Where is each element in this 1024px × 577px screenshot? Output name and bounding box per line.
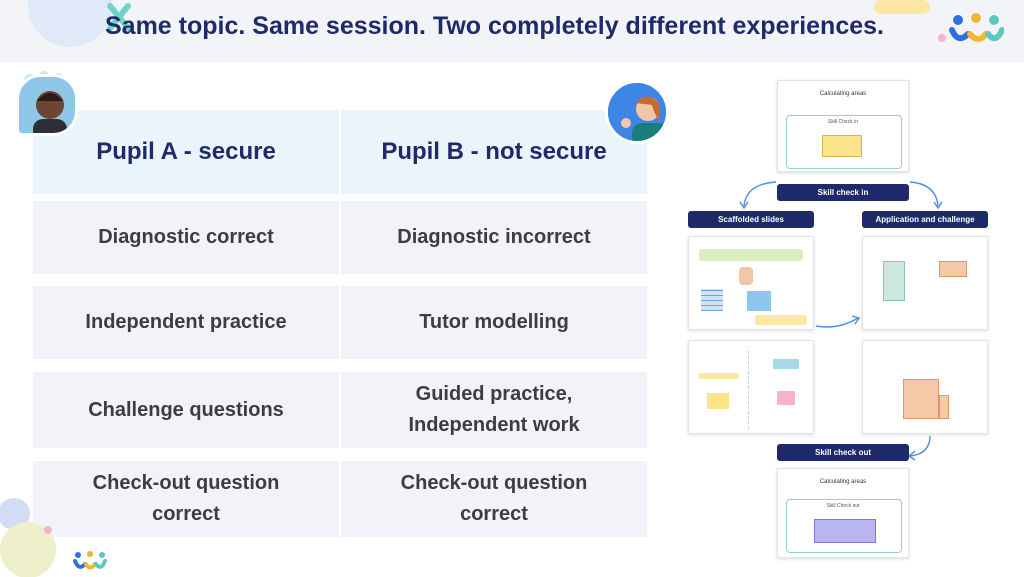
cell-row2-a: Independent practice — [33, 286, 339, 359]
application-thumbnail-1 — [862, 236, 988, 330]
thumb-pink-rect — [777, 391, 795, 405]
thumbnail-subtitle: Skill Check out — [826, 503, 860, 509]
skill-check-in-label: Skill check in — [777, 184, 909, 201]
decorative-shapes-top-right — [874, 0, 946, 42]
pupil-a-avatar-image — [19, 77, 75, 133]
header-pupil-b: Pupil B - not secure — [341, 110, 647, 194]
thumbnail-rectangle — [814, 519, 876, 543]
thumb-orange-big — [903, 379, 939, 419]
pupil-a-avatar — [16, 74, 78, 136]
pupil-b-avatar-image — [608, 83, 666, 141]
thumb-green-rect — [707, 393, 729, 409]
arrow-middle — [815, 315, 861, 328]
page-title: Same topic. Same session. Two completely… — [105, 12, 884, 40]
cell-text: Diagnostic incorrect — [397, 226, 591, 248]
top-thumbnail: Calculating areas Skill Check in — [777, 80, 909, 172]
decorative-shapes-bottom-left — [0, 498, 56, 577]
cell-text-line1: Guided practice, — [415, 383, 573, 405]
thumb-note — [755, 315, 807, 325]
header-band — [0, 0, 1024, 62]
scaffolded-slides-label: Scaffolded slides — [688, 211, 814, 228]
cell-row3-b: Guided practice, Independent work — [341, 372, 647, 448]
scaffolded-thumbnail-2 — [688, 340, 814, 434]
bottom-thumbnail: Calculating areas Skill Check out — [777, 468, 909, 558]
header-pupil-a: Pupil A - secure — [33, 110, 339, 194]
cell-text-line1: Check-out question — [400, 472, 588, 494]
arrow-down-right — [907, 435, 931, 461]
cell-text-line1: Check-out question — [92, 472, 280, 494]
logo-icon — [949, 13, 1004, 42]
decorative-shapes-top-left — [28, 0, 131, 47]
cell-row4-a: Check-out question correct — [33, 461, 339, 537]
arrow-right-curve — [909, 181, 943, 210]
header-pupil-a-label: Pupil A - secure — [96, 138, 276, 166]
cell-text: Diagnostic correct — [98, 226, 274, 248]
thumb-teal-rect — [773, 359, 799, 369]
cell-row4-b: Check-out question correct — [341, 461, 647, 537]
thumbnail-rectangle — [822, 135, 862, 157]
thumbnail-title: Calculating areas — [819, 479, 867, 485]
application-challenge-label: Application and challenge — [862, 211, 988, 228]
thumbnail-frame — [786, 115, 902, 169]
pupil-b-avatar — [605, 80, 669, 144]
thumb-col-left — [695, 351, 749, 429]
cell-row3-a: Challenge questions — [33, 372, 339, 448]
cell-row2-b: Tutor modelling — [341, 286, 647, 359]
header-pupil-b-label: Pupil B - not secure — [381, 138, 607, 166]
logo-icon-small — [73, 551, 107, 570]
thumb-highlight — [699, 249, 803, 261]
cell-row1-b: Diagnostic incorrect — [341, 201, 647, 274]
thumbnail-frame — [786, 499, 902, 553]
scaffolded-thumbnail-1 — [688, 236, 814, 330]
thumb-green-shape — [883, 261, 905, 301]
thumb-hand — [739, 267, 753, 285]
cell-text: Independent practice — [85, 311, 287, 333]
cell-text: Tutor modelling — [419, 311, 569, 333]
cell-row1-a: Diagnostic correct — [33, 201, 339, 274]
cell-text: Challenge questions — [88, 398, 284, 421]
thumb-orange-shape — [939, 261, 967, 277]
thumb-yellow-rect — [699, 373, 739, 379]
cell-text-line2: correct — [460, 503, 528, 525]
thumb-orange-small — [939, 395, 949, 419]
arrow-left-curve — [739, 181, 777, 210]
cell-text-line2: correct — [152, 503, 220, 525]
thumbnail-title: Calculating areas — [819, 91, 867, 97]
thumbnail-subtitle: Skill Check in — [827, 119, 858, 125]
application-thumbnail-2 — [862, 340, 988, 434]
cell-text-line2: Independent work — [408, 414, 580, 436]
skill-check-out-label: Skill check out — [777, 444, 909, 461]
thumb-grid — [701, 289, 723, 311]
thumb-square — [747, 291, 771, 311]
